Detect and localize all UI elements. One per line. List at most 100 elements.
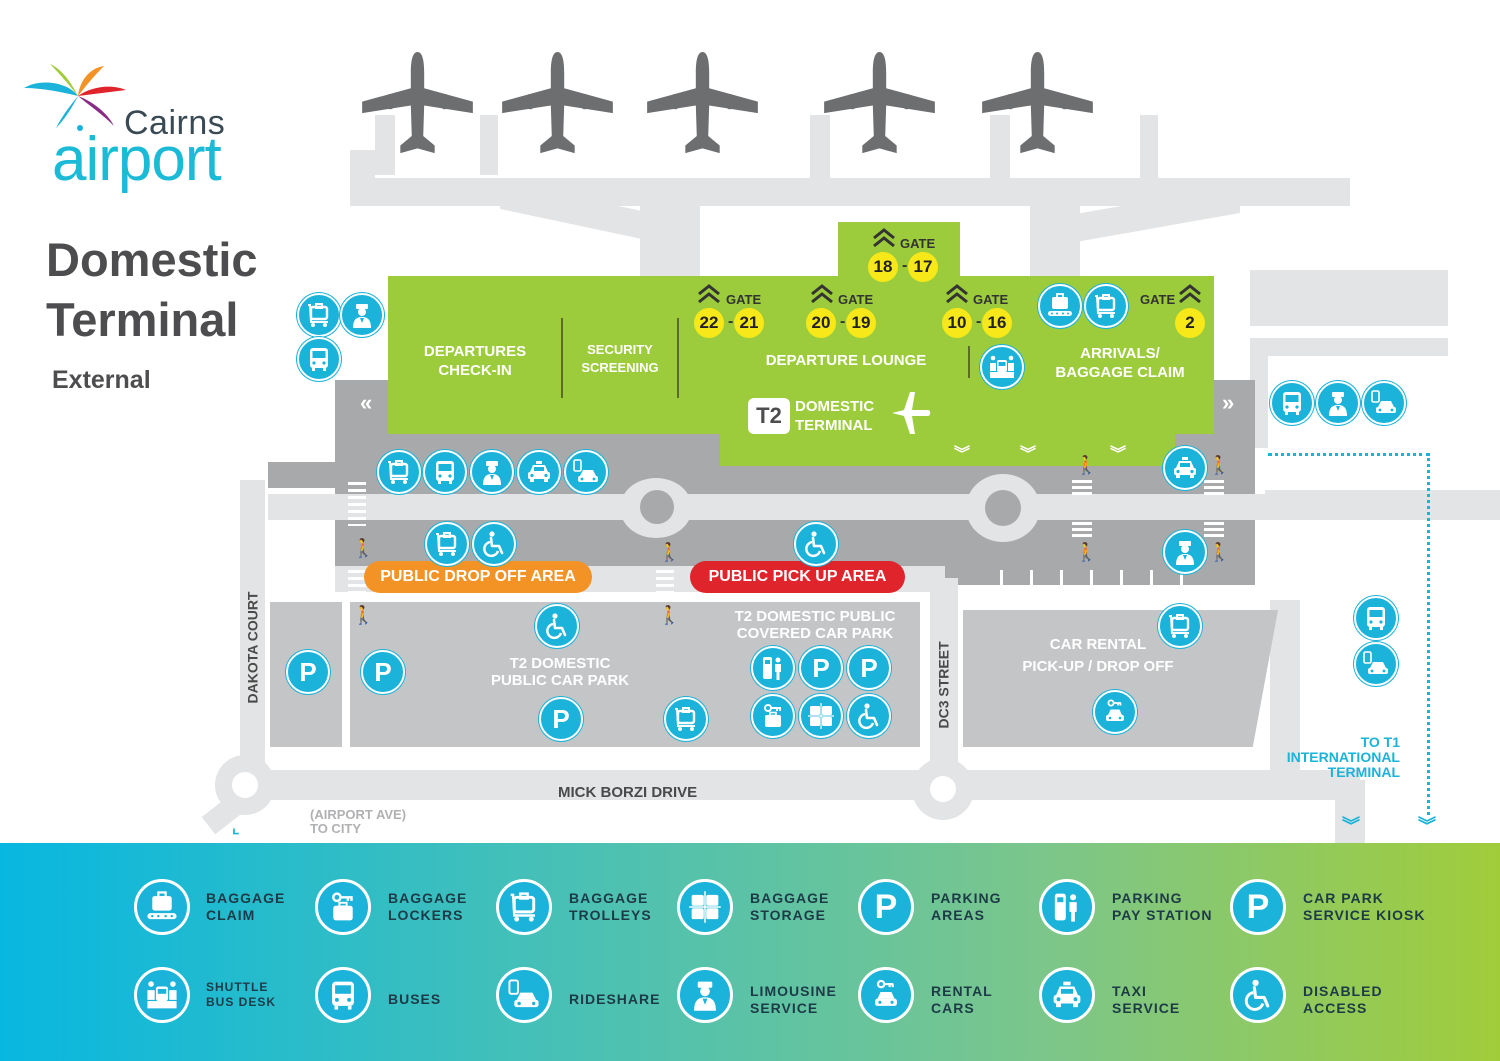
crosswalk [348,570,366,600]
disabled-access-icon [1230,967,1286,1023]
arrivals-line1: ARRIVALS/ [1080,345,1160,362]
legend-label-line1: BAGGAGE [569,890,649,906]
logo-flower-icon [24,64,126,131]
bus-icon [297,337,341,381]
taxi-icon [1163,446,1207,490]
baggage-trolley-icon [377,450,421,494]
dc3-street-label: DC3 STREET [935,641,952,729]
walking-path [1268,453,1430,456]
parking-letter: P [874,887,898,926]
legend-label: RIDESHARE [569,991,660,1008]
parking-icon: P [847,646,891,690]
legend-label-line1: RIDESHARE [569,991,661,1007]
mick-borzi-road [240,770,1360,800]
rideshare-icon [1354,642,1398,686]
legend-label-line1: BAGGAGE [206,890,286,906]
public-drop-off-area: PUBLIC DROP OFF AREA [364,561,592,593]
airplane-icon [980,52,1095,157]
departure-lounge-label: DEPARTURE LOUNGE [765,352,927,369]
terminal-lower-wing [720,430,1175,466]
page-title-line1: Domestic [46,233,258,286]
legend-label-line2: BUS DESK [206,995,277,1009]
car-park-kiosk-icon: P [1230,879,1286,935]
gate-label: GATE [838,292,874,307]
t2-label-line1: DOMESTIC [795,398,875,415]
apron-slot-3 [810,115,830,180]
crosswalk [1072,522,1092,538]
bus-icon [1354,596,1398,640]
rideshare-icon [496,967,552,1023]
apron-slot-2 [480,115,498,175]
legend-label-line1: TAXI [1112,983,1147,999]
door-arrow: ︾ [1020,446,1037,463]
apron-slot-1 [375,115,395,175]
limousine-icon [677,967,733,1023]
legend-label-line2: LOCKERS [388,907,464,923]
legend-label-line2: SERVICE [750,1000,819,1016]
roundabout-center [985,490,1021,526]
arrivals-label: ARRIVALS/ BAGGAGE CLAIM [1030,344,1210,382]
disabled-access-icon [535,604,579,648]
crosswalk [1072,480,1092,496]
east-access-road [1265,490,1500,516]
terminal-gate-18-wing [838,222,960,282]
parking-letter: P [374,656,392,687]
gate-number: 19 [846,308,876,338]
public-car-park-label: T2 DOMESTIC PUBLIC CAR PARK [470,655,650,689]
gate-label: GATE [900,236,936,251]
disabled-access-icon [794,522,838,566]
legend-label-line1: PARKING [1112,890,1183,906]
page-subtitle: External [52,366,151,394]
rental-car-icon [858,967,914,1023]
limousine-icon [1316,381,1360,425]
mick-borzi-drive-label: MICK BORZI DRIVE [558,784,698,801]
security-line1: SECURITY [587,342,653,357]
pedestrian-icon: 🚶 [352,605,375,625]
pedestrian-icon: 🚶 [1208,455,1231,475]
parking-letter: P [860,652,878,683]
pedestrian-icon: 🚶 [1208,542,1231,562]
covered-car-park-label: T2 DOMESTIC PUBLIC COVERED CAR PARK [700,608,930,642]
gate-number: 21 [734,308,764,338]
bay-stripes [1000,570,1190,598]
disabled-access-icon [472,522,516,566]
baggage-trolley-icon [297,293,341,337]
divider [561,318,563,398]
roundabout-center [232,772,258,798]
parking-icon: P [361,650,405,694]
shuttle-bus-desk-icon [980,345,1024,389]
baggage-lockers-icon [751,694,795,738]
airplane-icon [360,52,475,157]
chevron-up-icon [872,228,896,248]
public-pick-up-area: PUBLIC PICK UP AREA [690,561,905,593]
gate-number: 22 [694,308,724,338]
parking-letter: P [812,652,830,683]
crosswalk [656,570,674,600]
divider [677,318,679,398]
car-park-kiosk-icon: P [799,646,843,690]
apron-left [350,150,375,205]
taxi-icon [1039,967,1095,1023]
legend-label-line1: PARKING [931,890,1002,906]
roundabout-center [640,490,674,524]
roundabout-center [930,776,956,802]
entry-arrow-right: » [1222,390,1235,415]
baggage-trolley-icon [496,879,552,935]
departures-checkin-label: DEPARTURES CHECK-IN [405,342,545,380]
logo-cairns: Cairns [124,104,226,142]
to-city-label: (AIRPORT AVE) TO CITY [310,808,406,836]
legend-label-line1: DISABLED [1303,983,1383,999]
to-t1-walk-arrow: ︾ [1418,816,1436,836]
crosswalk [348,482,366,526]
pedestrian-icon: 🚶 [658,542,681,562]
airplane-icon [645,52,760,157]
page-title-line2: Terminal [46,293,239,346]
legend-label-line1: RENTAL [931,983,993,999]
door-arrow: ︾ [954,446,971,463]
taxi-icon [517,450,561,494]
